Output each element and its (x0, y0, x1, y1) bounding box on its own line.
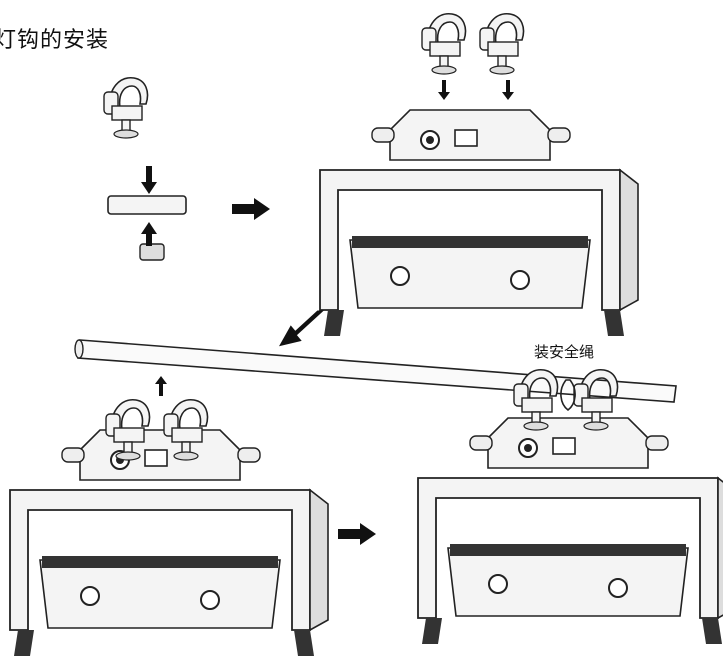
fixture-icon (9, 398, 329, 657)
safety-rope-label: 装安全绳 (534, 343, 595, 361)
arrow-icon (338, 523, 376, 545)
clamp-hook-icon (103, 76, 187, 261)
arrow-icon (155, 376, 167, 396)
arrow-icon (279, 310, 324, 347)
arrow-icon (232, 198, 270, 220)
fixture-icon (417, 368, 723, 645)
page-title: 灯钩的安装 (0, 28, 110, 53)
fixture-icon (319, 12, 639, 337)
